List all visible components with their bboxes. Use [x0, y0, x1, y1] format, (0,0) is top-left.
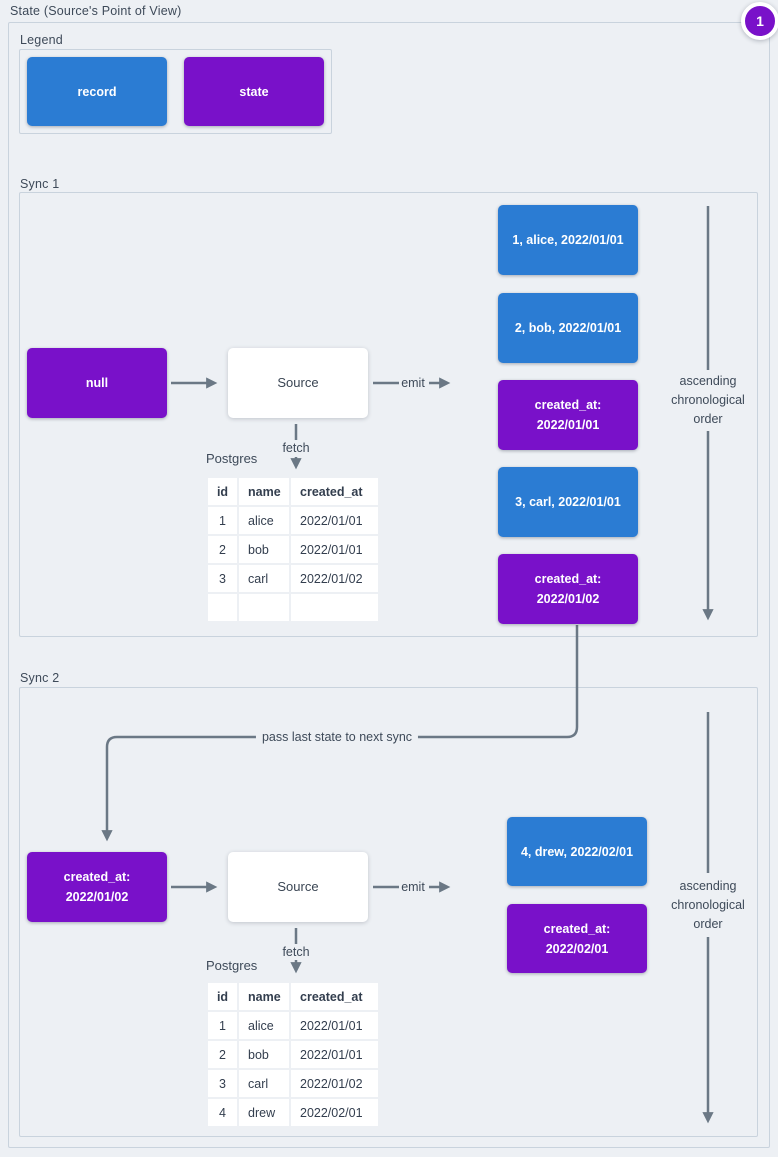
page-title: State (Source's Point of View)	[10, 4, 182, 18]
legend-frame	[19, 49, 332, 134]
sync2-emitted-record-1: 4, drew, 2022/02/01	[507, 817, 647, 886]
pass-state-label: pass last state to next sync	[255, 730, 419, 744]
table-cell: alice	[239, 1012, 289, 1039]
sync1-emitted-record-2: 2, bob, 2022/01/01	[498, 293, 638, 363]
sync2-fetch-label: fetch	[282, 945, 310, 959]
state-text-line2: 2022/02/01	[545, 941, 609, 956]
record-text: 1, alice, 2022/01/01	[512, 233, 624, 247]
sync2-source-box: Source	[228, 852, 368, 922]
record-text: 2, bob, 2022/01/01	[514, 321, 622, 335]
order-line: ascending	[679, 879, 737, 893]
table-cell: 2022/01/01	[291, 1012, 378, 1039]
sync2-order-label: ascending chronological order	[643, 877, 773, 934]
order-line: chronological	[671, 393, 745, 407]
sync1-input-state-text: null	[85, 376, 109, 390]
table-cell: drew	[239, 1099, 289, 1126]
legend-record-label: record	[77, 84, 117, 99]
sync1-postgres-label: Postgres	[206, 451, 258, 466]
order-line: chronological	[671, 898, 745, 912]
table-header-cell: name	[239, 478, 289, 505]
sync2-postgres-label: Postgres	[206, 958, 258, 973]
table-cell	[239, 594, 289, 621]
sync1-postgres-table: id name created_at 1 alice 2022/01/01 2 …	[208, 478, 378, 621]
sync2-emitted-state-1: created_at: 2022/02/01	[507, 904, 647, 973]
table-header-cell: created_at	[291, 478, 378, 505]
table-cell	[208, 594, 237, 621]
order-line: order	[693, 917, 723, 931]
state-text-line2: 2022/01/01	[536, 418, 600, 432]
sync2-label: Sync 2	[20, 671, 60, 685]
table-cell: bob	[239, 536, 289, 563]
record-text: 4, drew, 2022/02/01	[520, 844, 634, 859]
table-cell	[291, 594, 378, 621]
sync1-source-box: Source	[228, 348, 368, 418]
table-header-cell: id	[208, 983, 237, 1010]
legend-record-swatch: record	[27, 57, 167, 126]
sync1-emitted-record-1: 1, alice, 2022/01/01	[498, 205, 638, 275]
sync2-input-state-box: created_at: 2022/01/02	[27, 852, 167, 922]
table-cell: 3	[208, 1070, 237, 1097]
table-cell: 2	[208, 536, 237, 563]
table-cell: 2022/02/01	[291, 1099, 378, 1126]
table-cell: 1	[208, 1012, 237, 1039]
state-text-line1: created_at:	[534, 398, 602, 412]
sync1-order-label: ascending chronological order	[643, 372, 773, 429]
sync1-label: Sync 1	[20, 177, 60, 191]
step-badge-number: 1	[756, 13, 764, 29]
sync2-source-text: Source	[277, 879, 319, 894]
table-cell: 2022/01/02	[291, 1070, 378, 1097]
table-cell: 2022/01/02	[291, 565, 378, 592]
table-header-cell: id	[208, 478, 237, 505]
sync1-emitted-record-3: 3, carl, 2022/01/01	[498, 467, 638, 537]
table-cell: carl	[239, 1070, 289, 1097]
table-cell: alice	[239, 507, 289, 534]
order-line: ascending	[679, 374, 737, 388]
legend-state-label: state	[239, 84, 269, 99]
record-text: 3, carl, 2022/01/01	[515, 495, 621, 509]
table-cell: bob	[239, 1041, 289, 1068]
sync1-emitted-state-1: created_at: 2022/01/01	[498, 380, 638, 450]
sync1-input-state-box: null	[27, 348, 167, 418]
table-header-cell: created_at	[291, 983, 378, 1010]
table-cell: carl	[239, 565, 289, 592]
sync2-emit-label: emit	[401, 880, 425, 894]
table-cell: 2022/01/01	[291, 507, 378, 534]
state-text-line1: created_at:	[543, 921, 611, 936]
state-text-line2: 2022/01/02	[536, 592, 600, 606]
sync1-fetch-label: fetch	[282, 441, 310, 455]
table-header-cell: name	[239, 983, 289, 1010]
legend-state-swatch: state	[184, 57, 324, 126]
sync1-emitted-state-2: created_at: 2022/01/02	[498, 554, 638, 624]
sync2-frame	[19, 687, 758, 1137]
table-cell: 2022/01/01	[291, 1041, 378, 1068]
state-pov-container	[8, 22, 770, 1148]
sync1-frame	[19, 192, 758, 637]
table-cell: 3	[208, 565, 237, 592]
step-badge: 1	[741, 2, 778, 40]
table-cell: 4	[208, 1099, 237, 1126]
state-text-line1: created_at:	[63, 870, 131, 884]
state-text-line1: created_at:	[534, 572, 602, 586]
table-cell: 2022/01/01	[291, 536, 378, 563]
table-cell: 1	[208, 507, 237, 534]
order-line: order	[693, 412, 723, 426]
sync1-emit-label: emit	[401, 376, 425, 390]
sync2-postgres-table: id name created_at 1 alice 2022/01/01 2 …	[208, 983, 378, 1126]
legend-label: Legend	[20, 33, 63, 47]
table-cell: 2	[208, 1041, 237, 1068]
sync1-source-text: Source	[277, 375, 319, 390]
state-text-line2: 2022/01/02	[65, 890, 129, 904]
